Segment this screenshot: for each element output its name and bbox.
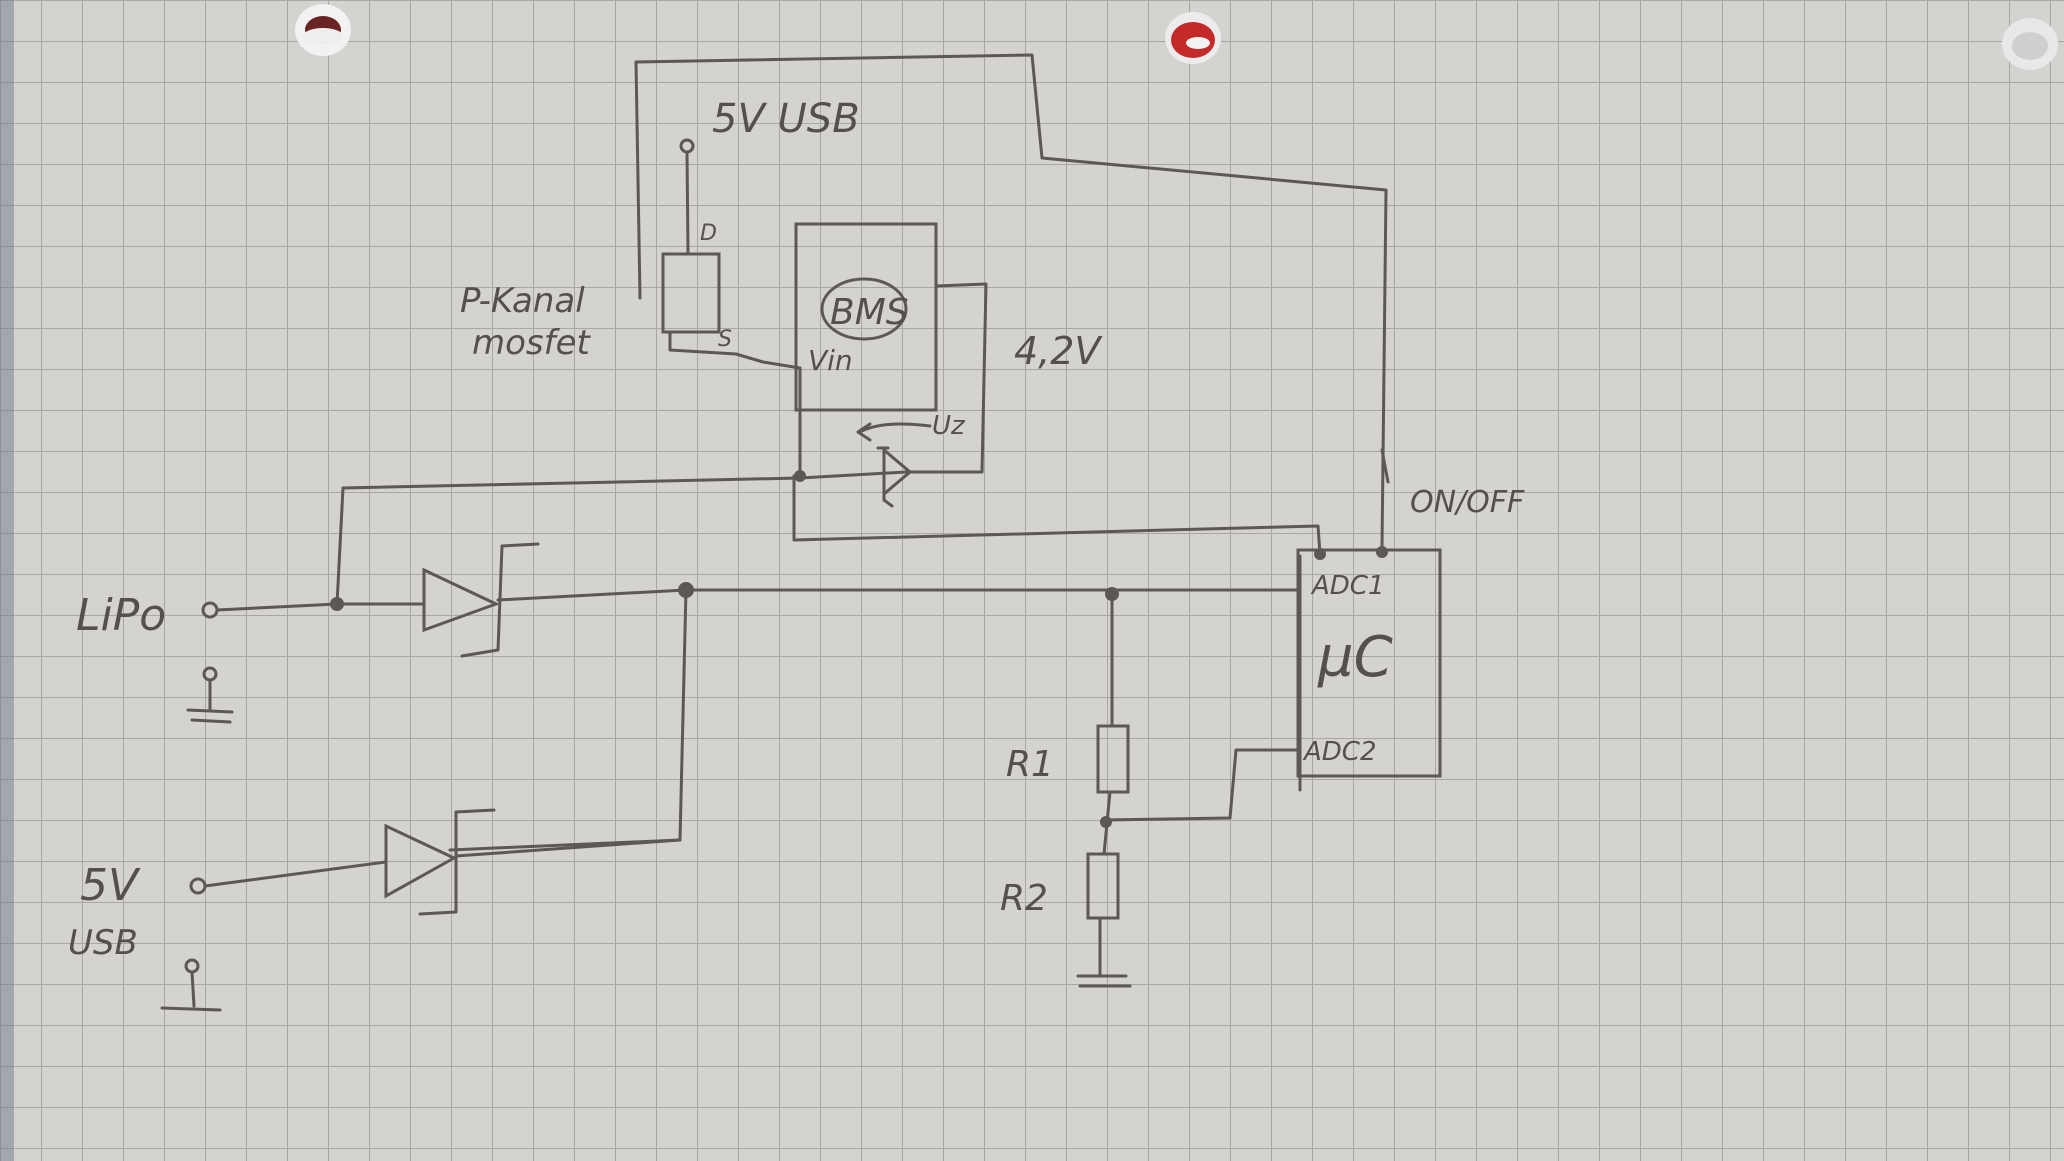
wire-lipo — [215, 602, 339, 612]
zener-voltage-arrow — [858, 422, 932, 434]
resistor-r1 — [1096, 724, 1130, 794]
diode-lipo — [335, 542, 688, 658]
label-r1: R1 — [1006, 744, 1054, 785]
label-usb-top: 5V USB — [712, 96, 860, 142]
mcu-box — [1296, 548, 1442, 778]
bms-label-circle — [820, 277, 908, 341]
diode-usb — [384, 808, 682, 916]
wire-lipo-zener — [335, 470, 908, 606]
mosfet-body — [661, 252, 721, 334]
label-voltage: 4,2V — [1014, 329, 1103, 373]
label-mosfet-line2: mosfet — [472, 323, 592, 363]
wire-divider-adc2 — [1104, 748, 1302, 822]
label-bms-vin: Vin — [808, 344, 853, 377]
punch-hole-right — [2002, 18, 2058, 70]
usb-ground-symbol — [160, 958, 222, 1012]
wire-usb-bottom — [203, 860, 388, 888]
label-adc1: ADC1 — [1310, 571, 1385, 601]
node-zener-left — [794, 470, 806, 482]
label-usb-bottom-2: USB — [68, 923, 138, 963]
label-mosfet-gate: D — [700, 221, 717, 246]
bms-module — [794, 222, 938, 412]
label-lipo: LiPo — [76, 590, 166, 641]
label-mcu: µC — [1317, 625, 1393, 690]
wire-top-loop — [634, 53, 1388, 550]
label-adc2: ADC2 — [1302, 737, 1377, 767]
node-r1-top — [1105, 587, 1119, 601]
lipo-terminal — [201, 601, 219, 619]
punch-hole-middle — [1165, 12, 1221, 64]
wire-zener-adc1 — [792, 474, 1322, 556]
paper-left-edge — [0, 0, 14, 1161]
label-mosfet-source: S — [718, 327, 732, 352]
wire-mosfet-source — [668, 330, 802, 370]
label-mosfet-line1: P-Kanal — [460, 281, 585, 321]
wire-usb-top — [685, 150, 690, 256]
resistor-r2 — [1086, 852, 1120, 920]
usb-top-terminal — [679, 138, 695, 154]
label-bms: BMS — [830, 292, 909, 333]
usb-bottom-terminal — [189, 877, 207, 895]
zener-arrow-head — [856, 422, 872, 442]
label-zener-voltage: Uz — [932, 411, 966, 441]
label-on-off: ON/OFF — [1410, 485, 1525, 520]
wire-bms-right — [904, 282, 988, 474]
label-r2: R2 — [1000, 878, 1048, 919]
lipo-ground-symbol — [186, 666, 234, 724]
punch-hole-left — [295, 4, 351, 56]
wire-onoff-tap — [1380, 448, 1390, 484]
label-usb-bottom-1: 5V — [80, 860, 141, 911]
